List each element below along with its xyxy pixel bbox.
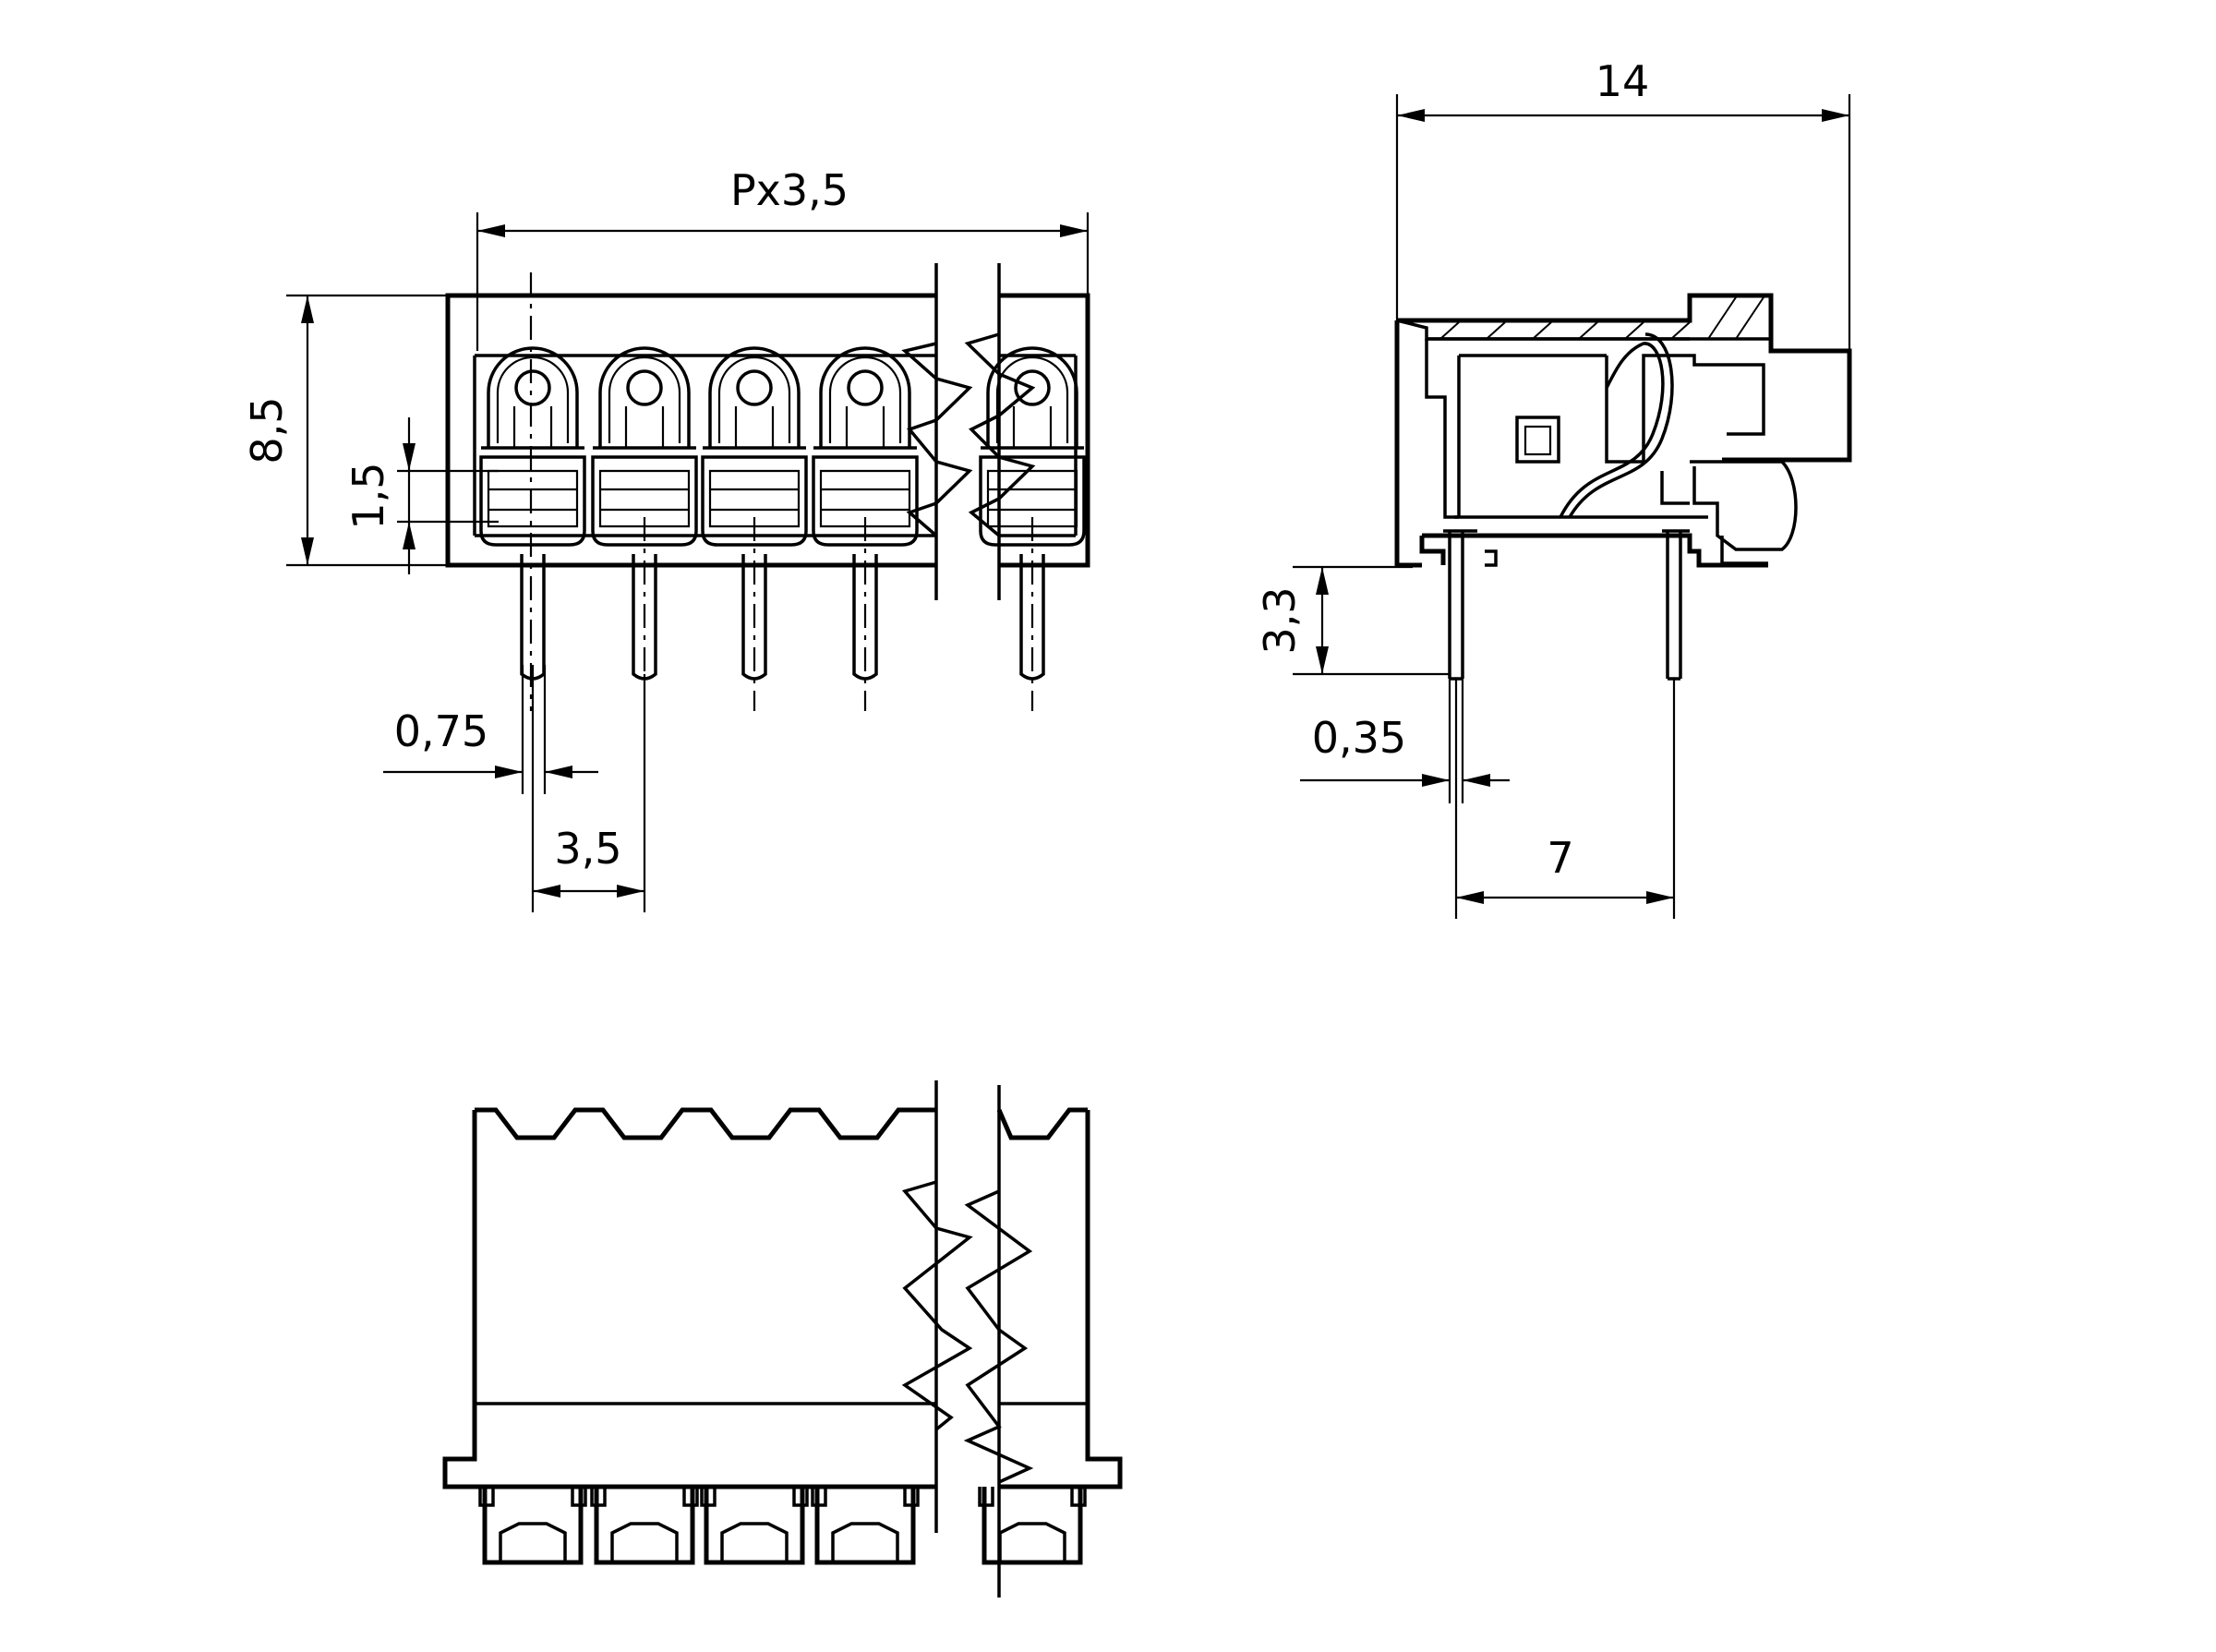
dim-window: 1,5 (343, 462, 393, 529)
terminal-cell (979, 346, 1086, 681)
screw-hole (1014, 369, 1051, 406)
pin-notch (610, 1522, 679, 1562)
front-view (445, 263, 1090, 711)
pin-socket (482, 1487, 584, 1565)
window-inner (819, 469, 911, 528)
slot-outline (487, 346, 579, 448)
pin-tabs (590, 1487, 699, 1507)
pin-tabs (978, 1487, 1087, 1507)
bottom-pin (700, 1487, 809, 1565)
terminal-cell (701, 346, 808, 681)
terminal-cell (591, 346, 698, 681)
side-view (1394, 293, 1852, 681)
pin-socket (982, 1487, 1083, 1565)
slot-guide (624, 406, 665, 448)
screw-hole (626, 369, 663, 406)
dim-pitch-total: Px3,5 (730, 165, 849, 215)
bottom-pin (811, 1487, 920, 1565)
pin-notch (998, 1522, 1066, 1562)
dim-pin-spacing: 7 (1547, 833, 1573, 883)
window-lines (488, 488, 577, 512)
pin-notch (499, 1522, 567, 1562)
window-lines (988, 488, 1077, 512)
dim-pitch: 3,5 (554, 824, 621, 874)
bottom-pin (478, 1487, 587, 1565)
pin-tabs (478, 1487, 587, 1507)
slot-outline (598, 346, 691, 448)
bottom-pin (590, 1487, 699, 1565)
terminal-cell (812, 346, 919, 681)
slot-guide (734, 406, 775, 448)
slot-guide (512, 406, 553, 448)
screw-hole (736, 369, 773, 406)
pin-socket (594, 1487, 695, 1565)
slot-guide (1012, 406, 1053, 448)
slot-guide (845, 406, 885, 448)
dim-pin-width: 0,75 (394, 706, 488, 756)
slot-outline (708, 346, 801, 448)
pin-socket (814, 1487, 916, 1565)
window-inner (487, 469, 579, 528)
terminal-cells (479, 346, 1086, 681)
top-view (442, 1080, 1123, 1598)
window-lines (600, 488, 689, 512)
slot-inner (608, 356, 681, 443)
pin-tabs (811, 1487, 920, 1507)
pin-notch (831, 1522, 899, 1562)
front-dimensions: Px3,5 8,5 1,5 0,75 3,5 (242, 165, 1090, 912)
screw-hole (514, 369, 551, 406)
slot-outline (986, 346, 1078, 448)
slot-inner (995, 356, 1069, 443)
dim-pin-length: 3,3 (1255, 586, 1305, 654)
window-lines (710, 488, 799, 512)
slot-inner (828, 356, 902, 443)
bottom-pin (978, 1487, 1087, 1565)
slot-inner (496, 356, 570, 443)
window-inner (986, 469, 1078, 528)
slot-outline (819, 346, 911, 448)
dim-depth: 14 (1596, 56, 1650, 106)
window-inner (598, 469, 691, 528)
slot-inner (717, 356, 791, 443)
window-inner (708, 469, 801, 528)
pin-notch (720, 1522, 789, 1562)
window-lines (821, 488, 909, 512)
side-dimensions: 14 3,3 0,35 7 (1255, 56, 1851, 919)
dim-pin-thickness: 0,35 (1312, 713, 1406, 763)
pin-socket (704, 1487, 805, 1565)
bottom-pins (478, 1487, 1087, 1565)
screw-hole (847, 369, 884, 406)
window-box (979, 455, 1086, 547)
terminal-cell (479, 346, 586, 681)
dim-height: 8,5 (242, 396, 292, 464)
pin (520, 554, 546, 681)
hatching (1439, 296, 1764, 340)
pin-tabs (700, 1487, 809, 1507)
